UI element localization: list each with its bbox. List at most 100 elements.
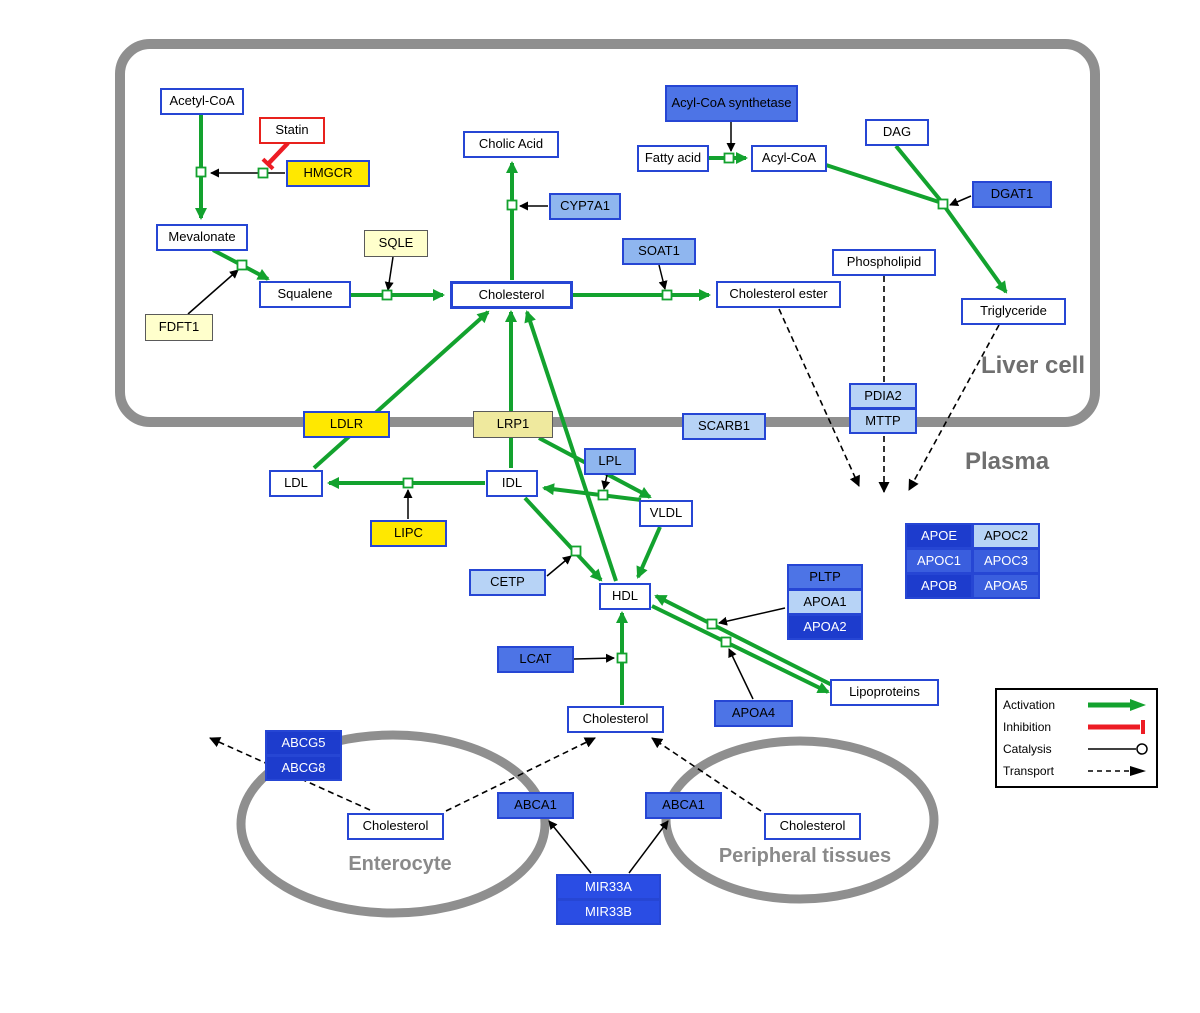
reaction-anchor-8 (597, 489, 609, 501)
node-cholesterol-liver[interactable]: Cholesterol (450, 281, 573, 309)
edge-activation-13 (524, 310, 618, 582)
peripheral-tissues-membrane (661, 736, 939, 904)
edge-catalysis-26 (949, 195, 972, 206)
edge-catalysis-32 (728, 648, 754, 700)
node-hdl[interactable]: HDL (599, 583, 651, 610)
node-mir33a[interactable]: MIR33A (556, 874, 661, 900)
edge-activation-18 (651, 604, 830, 694)
node-apoc3[interactable]: APOC3 (972, 548, 1040, 574)
reaction-anchor-4 (661, 289, 673, 301)
node-lipoproteins[interactable]: Lipoproteins (830, 679, 939, 706)
node-lpl[interactable]: LPL (584, 448, 636, 475)
node-statin[interactable]: Statin (259, 117, 325, 144)
node-fdft1[interactable]: FDFT1 (145, 314, 213, 341)
edge-activation-7 (825, 163, 940, 204)
reaction-anchor-2 (381, 289, 393, 301)
edge-catalysis-21 (187, 269, 239, 315)
edge-activation-10 (542, 483, 642, 502)
reaction-anchor-13 (257, 167, 269, 179)
node-cholic-acid[interactable]: Cholic Acid (463, 131, 559, 158)
node-soat1[interactable]: SOAT1 (622, 238, 696, 265)
node-apoa2[interactable]: APOA2 (787, 614, 863, 640)
node-acetyl-coa[interactable]: Acetyl-CoA (160, 88, 244, 115)
node-apoc2[interactable]: APOC2 (972, 523, 1040, 549)
node-cholesterol-peripheral[interactable]: Cholesterol (764, 813, 861, 840)
node-apoa4[interactable]: APOA4 (714, 700, 793, 727)
legend-transport-label: Transport (1003, 764, 1054, 778)
edge-catalysis-33 (548, 820, 592, 874)
inhibition-tbar-icon (1088, 720, 1145, 734)
node-cholesterol-plasma[interactable]: Cholesterol (567, 706, 664, 733)
node-mevalonate[interactable]: Mevalonate (156, 224, 248, 251)
reaction-anchor-3 (506, 199, 518, 211)
reaction-anchor-10 (616, 652, 628, 664)
legend-activation-label: Activation (1003, 698, 1056, 712)
edge-catalysis-29 (546, 555, 572, 577)
edge-activation-15 (523, 496, 603, 582)
node-fatty-acid[interactable]: Fatty acid (637, 145, 709, 172)
node-pdia2[interactable]: PDIA2 (849, 383, 917, 409)
node-lcat[interactable]: LCAT (497, 646, 574, 673)
edge-catalysis-24 (658, 264, 668, 290)
transport-dashed-arrow-icon (1088, 766, 1146, 776)
edge-activation-8 (894, 144, 943, 203)
node-cholesterol-ester[interactable]: Cholesterol ester (716, 281, 841, 308)
node-cyp7a1[interactable]: CYP7A1 (549, 193, 621, 220)
node-triglyceride[interactable]: Triglyceride (961, 298, 1066, 325)
node-ldlr[interactable]: LDLR (303, 411, 390, 438)
node-idl[interactable]: IDL (486, 470, 538, 497)
node-dag[interactable]: DAG (865, 119, 929, 146)
node-lrp1[interactable]: LRP1 (473, 411, 553, 438)
reaction-anchor-12 (720, 636, 732, 648)
node-abca1-enterocyte[interactable]: ABCA1 (497, 792, 574, 819)
reaction-anchor-0 (195, 166, 207, 178)
legend-row-catalysis: Catalysis (1003, 741, 1150, 757)
node-acyl-coa-synthetase[interactable]: Acyl-CoA synthetase (665, 85, 798, 122)
edge-catalysis-28 (601, 474, 611, 490)
edge-inhibition-35 (261, 141, 290, 171)
node-pltp[interactable]: PLTP (787, 564, 863, 590)
catalysis-circle-icon (1088, 743, 1148, 755)
reaction-anchor-11 (706, 618, 718, 630)
node-apoa1[interactable]: APOA1 (787, 589, 863, 615)
node-apob[interactable]: APOB (905, 573, 973, 599)
edge-transport-40 (651, 737, 762, 812)
node-abcg8[interactable]: ABCG8 (265, 755, 342, 781)
node-abca1-peripheral[interactable]: ABCA1 (645, 792, 722, 819)
node-apoa5[interactable]: APOA5 (972, 573, 1040, 599)
node-cetp[interactable]: CETP (469, 569, 546, 596)
node-cholesterol-enterocyte[interactable]: Cholesterol (347, 813, 444, 840)
node-phospholipid[interactable]: Phospholipid (832, 249, 936, 276)
node-apoc1[interactable]: APOC1 (905, 548, 973, 574)
edge-activation-16 (636, 526, 662, 579)
edge-activation-6 (943, 205, 1008, 294)
legend-catalysis-label: Catalysis (1003, 742, 1052, 756)
node-scarb1[interactable]: SCARB1 (682, 413, 766, 440)
legend: Activation Inhibition Catalysis Transpor… (995, 688, 1158, 788)
node-sqle[interactable]: SQLE (364, 230, 428, 257)
node-apoe[interactable]: APOE (905, 523, 973, 549)
liver-cell-membrane (115, 39, 1100, 427)
node-abcg5[interactable]: ABCG5 (265, 730, 342, 756)
liver-cell-label: Liver cell (980, 352, 1085, 379)
node-squalene[interactable]: Squalene (259, 281, 351, 308)
reaction-anchor-7 (402, 477, 414, 489)
legend-row-activation: Activation (1003, 697, 1150, 713)
node-mttp[interactable]: MTTP (849, 408, 917, 434)
enterocyte-label: Enterocyte (348, 853, 452, 875)
edge-transport-38 (908, 324, 1000, 491)
reaction-anchor-6 (937, 198, 949, 210)
node-dgat1[interactable]: DGAT1 (972, 181, 1052, 208)
node-acyl-coa[interactable]: Acyl-CoA (751, 145, 827, 172)
plasma-label: Plasma (965, 448, 1050, 475)
node-vldl[interactable]: VLDL (639, 500, 693, 527)
legend-inhibition-label: Inhibition (1003, 720, 1052, 734)
reaction-anchor-9 (570, 545, 582, 557)
node-mir33b[interactable]: MIR33B (556, 899, 661, 925)
node-ldl[interactable]: LDL (269, 470, 323, 497)
node-lipc[interactable]: LIPC (370, 520, 447, 547)
edge-catalysis-34 (628, 820, 669, 874)
node-hmgcr[interactable]: HMGCR (286, 160, 370, 187)
